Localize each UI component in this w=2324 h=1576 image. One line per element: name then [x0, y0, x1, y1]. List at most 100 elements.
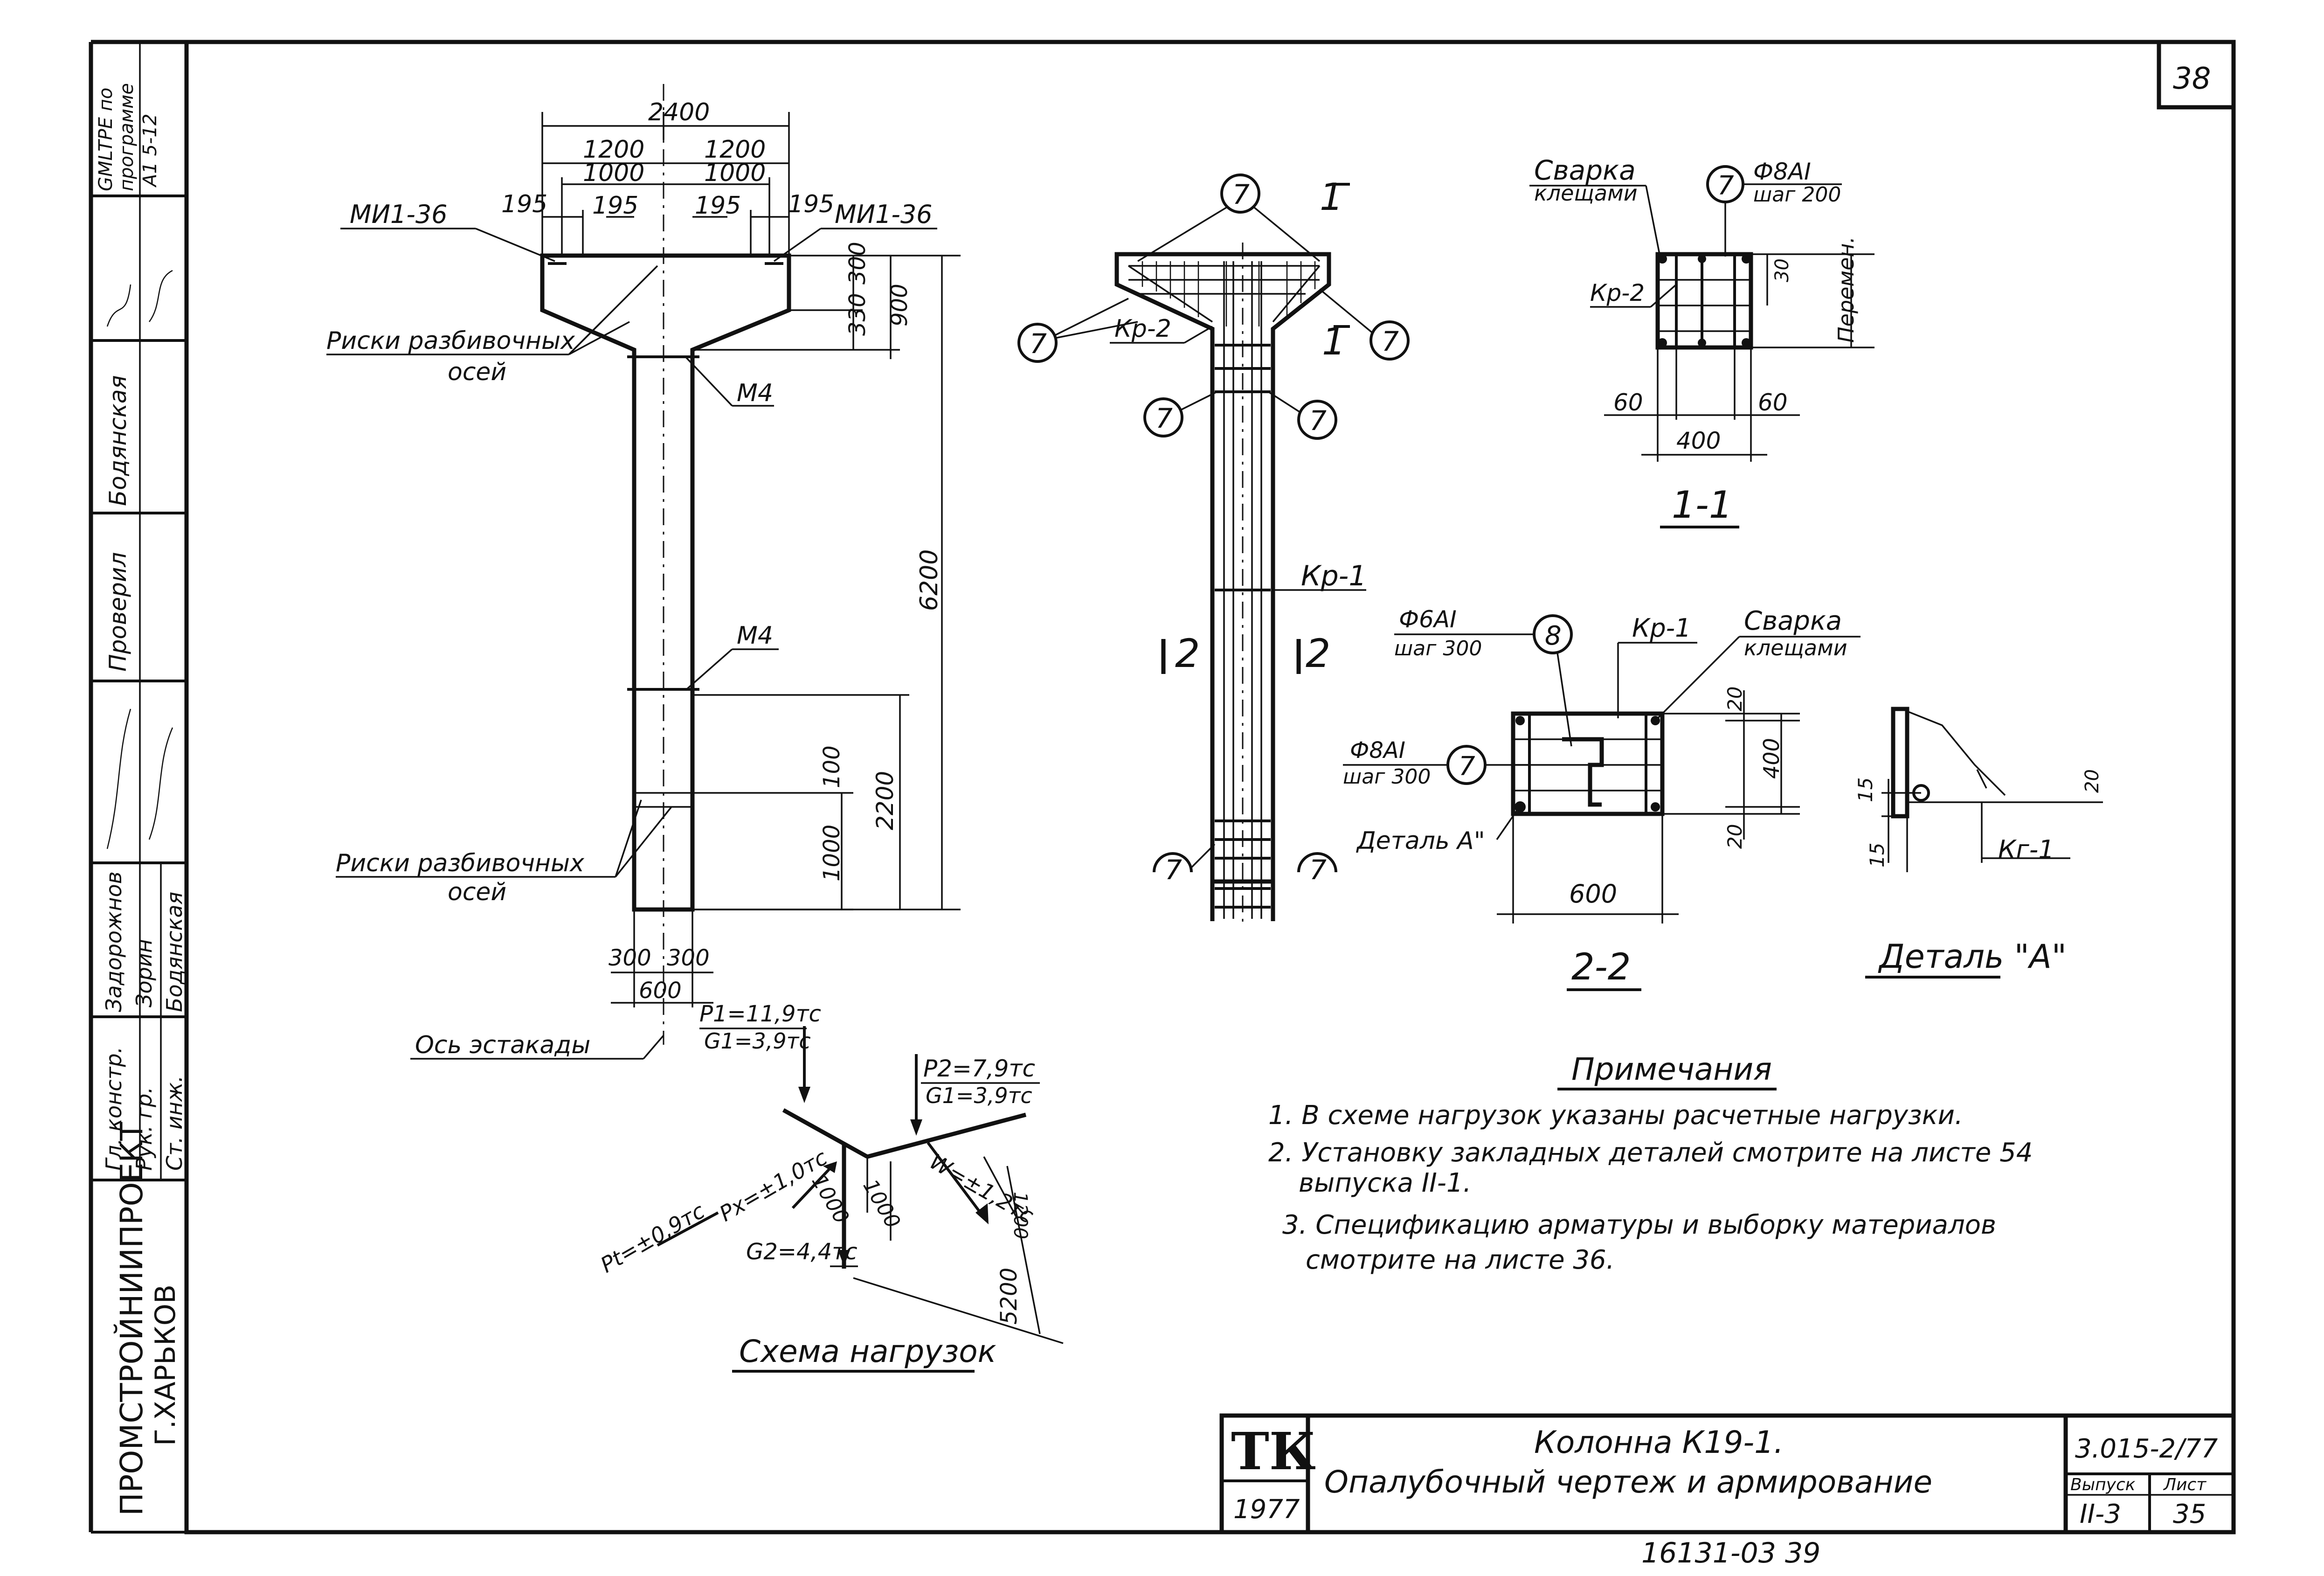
dim-300-right: 300 — [667, 945, 710, 971]
section22-step8: шаг 300 — [1394, 637, 1482, 660]
dim-195-2: 195 — [592, 192, 638, 220]
reinforcement-elevation: 1 1 2 2 7 7 7 7 — [1017, 174, 1410, 928]
dim-1200-left: 1200 — [583, 136, 644, 164]
checked-label: Проверил — [104, 552, 131, 672]
svg-text:7: 7 — [1232, 179, 1250, 210]
load-p1: P1=11,9тс — [699, 1001, 821, 1027]
title-code: 3.015-2/77 — [2075, 1434, 2218, 1464]
title-year: 1977 — [1233, 1494, 1300, 1525]
section11-bar: Ф8АI — [1753, 158, 1811, 185]
section11-bubble: 7 — [1717, 171, 1734, 201]
svg-text:7: 7 — [1309, 854, 1327, 886]
dim-300-left: 300 — [609, 945, 651, 971]
title-issue-label: Выпуск — [2070, 1475, 2136, 1494]
dim-1000-right: 1000 — [704, 159, 766, 187]
section11-var: Перемен. — [1833, 236, 1859, 343]
signature-1 — [106, 270, 173, 327]
sheet-frame: 38 — [89, 40, 2236, 1534]
bubble-7-left: 7 — [1017, 298, 1138, 363]
dim-195-4: 195 — [788, 190, 834, 218]
section22-step7: шаг 300 — [1343, 765, 1431, 789]
section22-bubble7: 7 — [1459, 751, 1475, 782]
bubble-7-bot-left: 7 — [1153, 843, 1216, 886]
detail-kr: Кг-1 — [1998, 835, 2054, 864]
load-d1000b: 1000 — [858, 1175, 905, 1232]
title-block: ТК 1977 Колонна К19-1. Опалубочный черте… — [1219, 1413, 2236, 1534]
section22-d20b: 20 — [1723, 824, 1746, 849]
stamp-top-2: программе — [116, 83, 138, 191]
title-logo: ТК — [1231, 1421, 1316, 1481]
section11-step: шаг 200 — [1753, 183, 1841, 207]
dim-1200-right: 1200 — [704, 136, 766, 164]
name-1: Задорожнов — [101, 871, 126, 1012]
load-caption: Схема нагрузок — [739, 1333, 996, 1369]
title-sheet-value: 35 — [2173, 1499, 2206, 1529]
m4-label-mid: М4 — [737, 622, 773, 650]
dim-195-3: 195 — [695, 192, 741, 220]
role-1: Гл. констр. — [101, 1047, 126, 1171]
section22-caption: 2-2 — [1571, 946, 1631, 988]
title-line-1: Колонна К19-1. — [1534, 1424, 1784, 1460]
dim-330: 330 — [844, 293, 871, 336]
dim-300: 300 — [844, 242, 871, 285]
svg-text:7: 7 — [1382, 326, 1399, 357]
stamp-top-3: A1 5-12 — [139, 114, 161, 188]
dim-100: 100 — [819, 745, 845, 788]
signature-2 — [106, 708, 173, 849]
marks-bot-line1: Риски разбивочных — [336, 849, 585, 877]
dim-900: 900 — [886, 284, 913, 326]
detail-caption: Деталь "А" — [1878, 937, 2067, 976]
dim-1000-left: 1000 — [583, 159, 644, 187]
load-scheme: P1=11,9тс G1=3,9тс P2=7,9тс G1=3,9тс W=±… — [596, 1001, 1064, 1373]
detail-reference: Деталь А" — [1356, 827, 1485, 855]
dim-2200: 2200 — [872, 771, 899, 830]
marks-top-line1: Риски разбивочных — [326, 327, 575, 355]
section11-d60a: 60 — [1613, 389, 1643, 416]
section-2-2: Ф6АI шаг 300 8 Кр-1 Сварка клещами Ф8АI … — [1343, 606, 1861, 991]
section-1-1: Сварка клещами 7 Ф8АI шаг 200 Кр-2 30 Пе… — [1529, 154, 1874, 528]
marks-top-line2: осей — [448, 358, 506, 386]
name-3: Бодянская — [162, 892, 187, 1012]
name-2: Зорин — [131, 939, 157, 1007]
notes: Примечания 1. В схеме нагрузок указаны р… — [1268, 1051, 2033, 1275]
bubble-7-right: 7 — [1319, 288, 1410, 361]
marks-bot-line2: осей — [448, 878, 506, 906]
bubble-7-bot-right: 7 — [1297, 852, 1337, 886]
sheet-number: 38 — [2173, 62, 2211, 96]
organization-line1: ПРОМСТРОЙНИИПРОЕКТ — [113, 1122, 150, 1516]
load-g1: G1=3,9тс — [704, 1028, 811, 1054]
detail-d20: 20 — [2082, 769, 2103, 793]
dim-195-1: 195 — [501, 190, 547, 218]
dim-6200: 6200 — [915, 549, 943, 611]
section22-weld-2: клещами — [1744, 635, 1847, 660]
left-stamp: GMLTPE по программе A1 5-12 Бодянская Пр… — [91, 42, 187, 1516]
section22-bubble8: 8 — [1545, 621, 1562, 651]
bubble-7-mid-right: 7 — [1268, 391, 1337, 440]
role-2: Рук. гр. — [131, 1087, 157, 1171]
svg-text:7: 7 — [1030, 328, 1047, 360]
load-p2: P2=7,9тс — [923, 1055, 1035, 1082]
kr1-label: Кр-1 — [1301, 560, 1367, 592]
column-elevation: 2400 1200 1200 1000 1000 195 195 195 195… — [326, 84, 961, 1060]
section11-d400: 400 — [1676, 427, 1721, 454]
dim-600: 600 — [639, 978, 682, 1004]
section11-caption: 1-1 — [1672, 483, 1733, 527]
section22-d400: 400 — [1759, 738, 1784, 779]
section22-d20a: 20 — [1723, 687, 1746, 711]
section22-d600: 600 — [1569, 879, 1617, 909]
section-mark-1a: 1 — [1320, 175, 1343, 219]
bottom-stamp: 16131-03 39 — [1641, 1537, 1820, 1569]
weld-label-1: Сварка — [1534, 154, 1636, 186]
title-issue-value: II-3 — [2080, 1499, 2121, 1529]
note-line-1: 1. В схеме нагрузок указаны расчетные на… — [1268, 1100, 1963, 1131]
load-d5200: 5200 — [996, 1268, 1022, 1325]
section-mark-2b: 2 — [1306, 631, 1330, 676]
axis-label: Ось эстакады — [415, 1031, 590, 1059]
section11-d30: 30 — [1771, 258, 1793, 282]
title-sheet-label: Лист — [2163, 1475, 2206, 1494]
load-d1000a: 1000 — [807, 1171, 853, 1228]
detail-d15a: 15 — [1854, 778, 1877, 802]
dim-1000-v: 1000 — [819, 825, 845, 882]
bubble-7-top: 7 — [1137, 174, 1321, 262]
